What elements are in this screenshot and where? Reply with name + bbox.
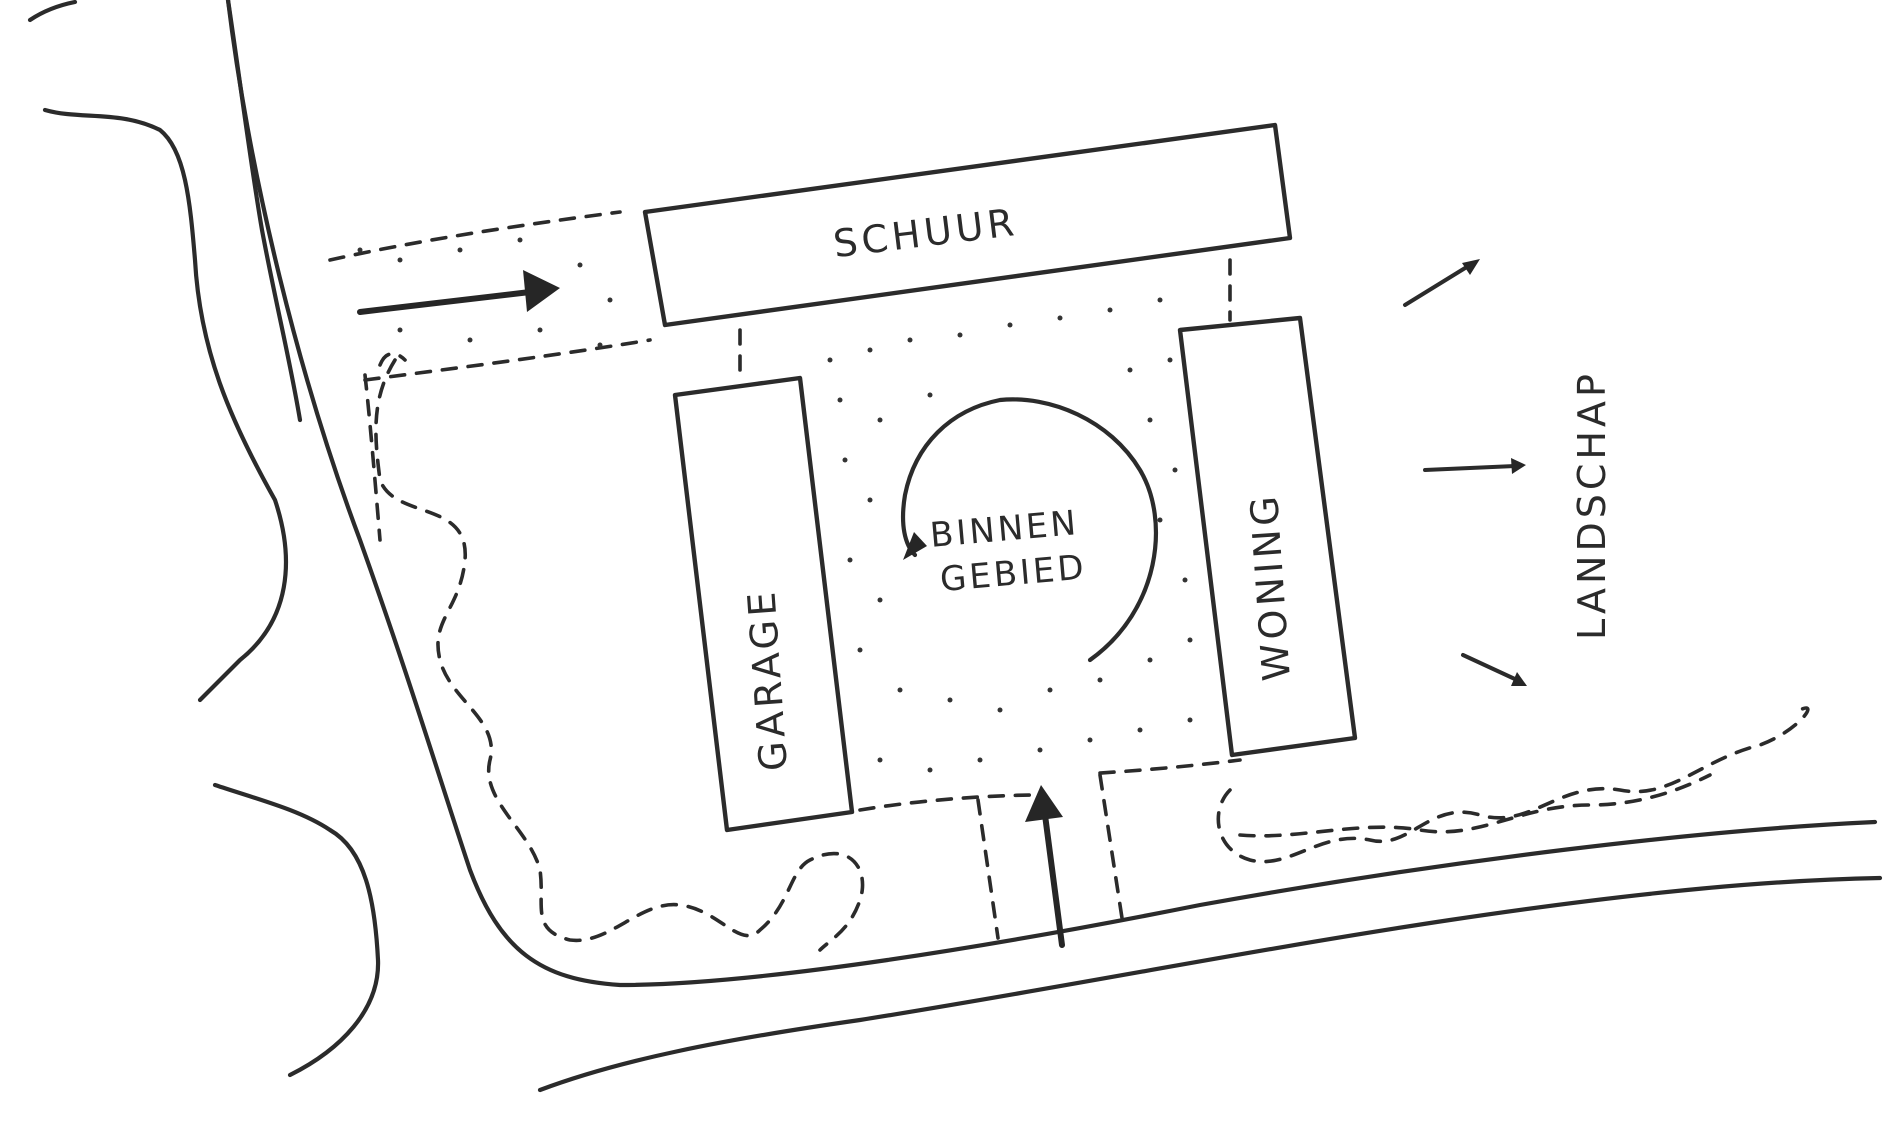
driveway-entrance-arrow [1042, 812, 1065, 948]
landscape-label: LANDSCHAP [1570, 370, 1614, 640]
inner-area-circle [900, 397, 1158, 663]
courtyard-stipple [357, 237, 1193, 773]
garage-building [672, 375, 855, 833]
right-hedge [1216, 706, 1810, 864]
left-road-upper-edge [42, 107, 289, 703]
barn-entrance-arrow [357, 289, 533, 315]
view-arrow-upper-head [1462, 259, 1480, 275]
barn-entrance-arrowhead [523, 270, 560, 312]
driveway-right-edge [1098, 773, 1124, 920]
left-hedge [374, 358, 865, 952]
driveway-left-edge [976, 798, 1000, 940]
entrance-path-boundary [328, 210, 652, 382]
courtyard-boundary [738, 258, 1242, 812]
house-building [1177, 315, 1358, 758]
driveway-entrance-arrowhead [1025, 785, 1063, 822]
corner-road-edge [225, 0, 1878, 988]
left-road-lower-edge [212, 782, 381, 1078]
inner-area-label-line2: GEBIED [938, 547, 1088, 600]
side-path-boundary [363, 373, 382, 542]
view-arrow-lower-head [1511, 672, 1527, 686]
view-arrow-lower [1461, 653, 1519, 682]
view-arrow-upper [1403, 263, 1472, 307]
inner-area-label-line1: BINNEN [928, 503, 1080, 556]
bottom-road-edge [537, 875, 1883, 1093]
top-left-corner-stroke [27, 0, 78, 23]
inner-area-circle-arrowhead [903, 532, 927, 560]
barn-building [642, 122, 1293, 328]
side-entrance-curve [378, 351, 407, 367]
view-arrow-middle-head [1511, 458, 1526, 474]
view-arrow-middle [1423, 464, 1517, 472]
